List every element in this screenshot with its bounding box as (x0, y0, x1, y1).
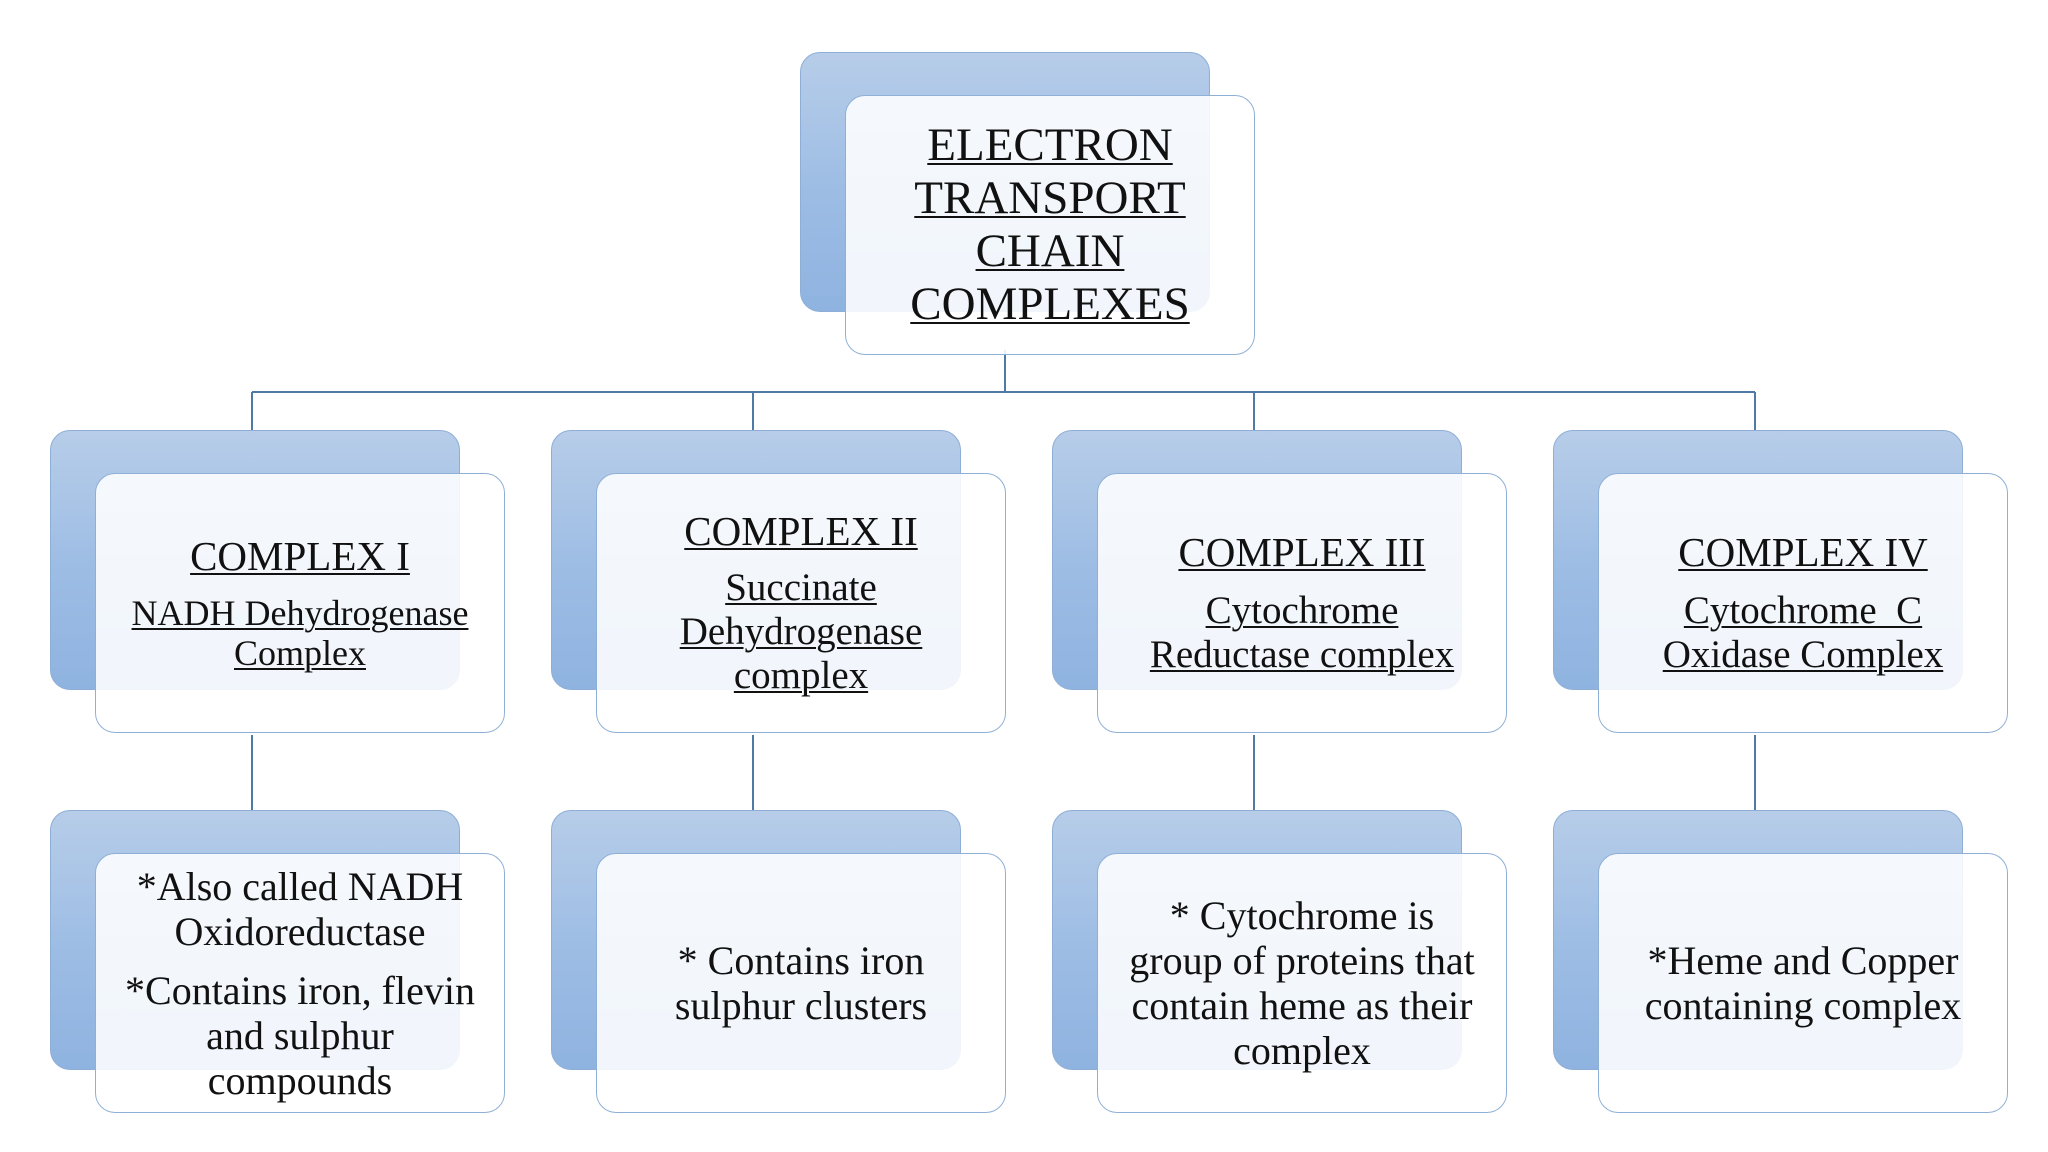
complex-1-title: COMPLEX I (190, 533, 410, 579)
root-node-front: ELECTRON TRANSPORT CHAIN COMPLEXES (845, 95, 1255, 355)
complex-2-description-front: * Contains iron sulphur clusters (596, 853, 1006, 1113)
complex-3-subtitle-line: Reductase complex (1149, 633, 1455, 676)
complex-4-front: COMPLEX IV Cytochrome C Oxidase Complex (1598, 473, 2008, 733)
complex-2-subtitle-line: Dehydrogenase (679, 610, 923, 653)
complex-1-front: COMPLEX I NADH Dehydrogenase Complex (95, 473, 505, 733)
complex-4-subtitle-line: Cytochrome C (1683, 589, 1923, 632)
complex-3-subtitle-line: Cytochrome (1205, 589, 1399, 632)
complex-4-description-front: *Heme and Copper containing complex (1598, 853, 2008, 1113)
complex-2-subtitle-line: Succinate (725, 566, 877, 609)
root-title-line: CHAIN (975, 225, 1125, 277)
root-title-line: COMPLEXES (910, 278, 1190, 330)
root-title-line: ELECTRON (927, 119, 1173, 171)
complex-2-description-text: * Contains iron sulphur clusters (674, 938, 928, 1028)
complex-1-subtitle-line: Complex (234, 633, 366, 673)
complex-2-title: COMPLEX II (684, 508, 918, 554)
complex-1-description-text: *Contains iron, flevin and sulphur compo… (125, 967, 475, 1103)
complex-3-description-text: * Cytochrome is group of proteins that c… (1129, 893, 1475, 1073)
complex-4-subtitle-line: Oxidase Complex (1662, 633, 1944, 676)
root-title-line: TRANSPORT (914, 172, 1186, 224)
complex-1-description-front: *Also called NADH Oxidoreductase *Contai… (95, 853, 505, 1113)
complex-2-subtitle-line: complex (733, 654, 869, 697)
complex-3-title: COMPLEX III (1178, 529, 1426, 575)
complex-4-title: COMPLEX IV (1678, 529, 1928, 575)
complex-4-description-text: *Heme and Copper containing complex (1644, 938, 1962, 1028)
complex-2-front: COMPLEX II Succinate Dehydrogenase compl… (596, 473, 1006, 733)
complex-3-front: COMPLEX III Cytochrome Reductase complex (1097, 473, 1507, 733)
complex-1-subtitle-line: NADH Dehydrogenase (131, 593, 469, 633)
complex-1-description-text: *Also called NADH Oxidoreductase (136, 863, 464, 954)
complex-3-description-front: * Cytochrome is group of proteins that c… (1097, 853, 1507, 1113)
